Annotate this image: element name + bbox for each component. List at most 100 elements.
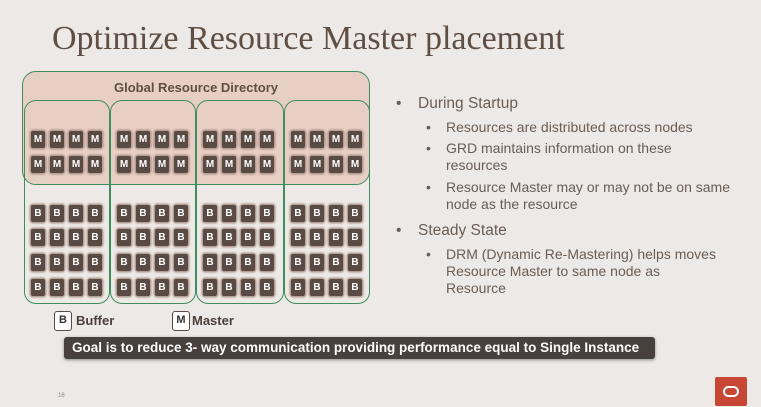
grd-label: Global Resource Directory — [114, 80, 278, 95]
sub-bullet-3: •Resource Master may or may not be on sa… — [426, 179, 731, 212]
legend-master-label: Master — [192, 313, 234, 328]
buffer-cell: B — [221, 253, 237, 272]
buffer-cell: B — [30, 228, 46, 247]
buffer-cell: B — [259, 228, 275, 247]
sub-bullet-1-text: Resources are distributed across nodes — [446, 119, 693, 135]
slide-number: 16 — [58, 393, 65, 399]
buffer-cell: B — [347, 278, 363, 297]
buffer-cell: B — [49, 204, 65, 223]
master-cell: M — [49, 130, 65, 149]
buffer-cell: B — [221, 278, 237, 297]
master-cell: M — [240, 130, 256, 149]
legend-master-box: M — [172, 311, 190, 331]
master-cell: M — [87, 155, 103, 174]
buffer-cell: B — [87, 278, 103, 297]
master-cell: M — [328, 155, 344, 174]
buffer-cell: B — [290, 228, 306, 247]
buffer-cell: B — [116, 228, 132, 247]
node-4 — [284, 100, 370, 304]
buffer-cell: B — [309, 278, 325, 297]
buffer-cell: B — [202, 278, 218, 297]
buffer-cell: B — [240, 228, 256, 247]
master-cell: M — [202, 155, 218, 174]
master-cell: M — [135, 130, 151, 149]
master-cell: M — [259, 155, 275, 174]
bullet-during-startup: •During Startup — [396, 95, 518, 112]
sub-bullet-4: •DRM (Dynamic Re-Mastering) helps moves … — [426, 246, 716, 296]
buffer-cell: B — [240, 278, 256, 297]
bullet-steady-state-label: Steady State — [418, 222, 507, 239]
buffer-cell: B — [309, 228, 325, 247]
master-cell: M — [49, 155, 65, 174]
buffer-cell: B — [309, 253, 325, 272]
buffer-cell: B — [30, 204, 46, 223]
buffer-cell: B — [328, 204, 344, 223]
buffer-cell: B — [240, 253, 256, 272]
buffer-cell: B — [154, 204, 170, 223]
master-cell: M — [290, 130, 306, 149]
master-cell: M — [347, 155, 363, 174]
buffer-cell: B — [30, 253, 46, 272]
goal-banner: Goal is to reduce 3- way communication p… — [64, 337, 655, 359]
buffer-cell: B — [30, 278, 46, 297]
page-title: Optimize Resource Master placement — [52, 20, 565, 57]
buffer-cell: B — [173, 278, 189, 297]
bullet-steady-state: •Steady State — [396, 222, 507, 239]
buffer-cell: B — [68, 278, 84, 297]
buffer-cell: B — [347, 253, 363, 272]
master-cell: M — [347, 130, 363, 149]
buffer-cell: B — [135, 204, 151, 223]
sub-bullet-2-text: GRD maintains information on these resou… — [446, 140, 672, 173]
master-cell: M — [30, 155, 46, 174]
master-cell: M — [309, 130, 325, 149]
buffer-cell: B — [154, 228, 170, 247]
buffer-cell: B — [202, 204, 218, 223]
sub-bullet-4-text: DRM (Dynamic Re-Mastering) helps moves R… — [446, 246, 716, 296]
buffer-cell: B — [347, 228, 363, 247]
buffer-cell: B — [116, 278, 132, 297]
master-cell: M — [68, 130, 84, 149]
master-cell: M — [116, 130, 132, 149]
master-cell: M — [173, 155, 189, 174]
buffer-cell: B — [68, 253, 84, 272]
master-cell: M — [87, 130, 103, 149]
master-cell: M — [290, 155, 306, 174]
oracle-ring-icon — [723, 386, 739, 397]
master-cell: M — [154, 130, 170, 149]
buffer-cell: B — [173, 253, 189, 272]
master-cell: M — [309, 155, 325, 174]
buffer-cell: B — [259, 253, 275, 272]
master-cell: M — [68, 155, 84, 174]
buffer-cell: B — [135, 228, 151, 247]
sub-bullet-3-text: Resource Master may or may not be on sam… — [446, 179, 731, 212]
buffer-cell: B — [290, 278, 306, 297]
buffer-cell: B — [116, 253, 132, 272]
buffer-cell: B — [87, 228, 103, 247]
buffer-cell: B — [87, 204, 103, 223]
master-cell: M — [173, 130, 189, 149]
sub-bullet-1: •Resources are distributed across nodes — [426, 119, 693, 135]
master-cell: M — [240, 155, 256, 174]
buffer-cell: B — [87, 253, 103, 272]
bullet-during-startup-label: During Startup — [418, 95, 518, 112]
buffer-cell: B — [202, 228, 218, 247]
buffer-cell: B — [328, 278, 344, 297]
buffer-cell: B — [221, 228, 237, 247]
node-2 — [110, 100, 196, 304]
buffer-cell: B — [116, 204, 132, 223]
buffer-cell: B — [240, 204, 256, 223]
buffer-cell: B — [49, 228, 65, 247]
legend-buffer-label: Buffer — [76, 313, 115, 328]
sub-bullet-2: •GRD maintains information on these reso… — [426, 140, 672, 173]
buffer-cell: B — [259, 204, 275, 223]
master-cell: M — [221, 130, 237, 149]
legend-buffer-box: B — [54, 311, 72, 331]
buffer-cell: B — [135, 253, 151, 272]
master-cell: M — [328, 130, 344, 149]
buffer-cell: B — [173, 228, 189, 247]
buffer-cell: B — [49, 278, 65, 297]
master-cell: M — [259, 130, 275, 149]
master-cell: M — [135, 155, 151, 174]
buffer-cell: B — [173, 204, 189, 223]
buffer-cell: B — [202, 253, 218, 272]
